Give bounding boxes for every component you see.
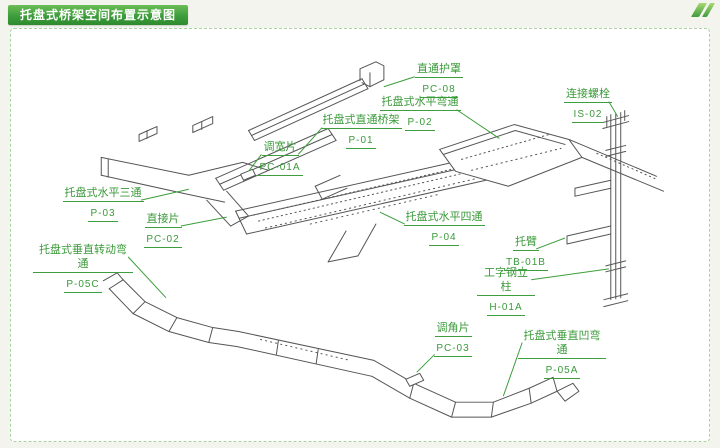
part-horizontal-bend (439, 124, 665, 192)
callout-pc03: 调角片 PC-03 (430, 321, 476, 357)
callout-name: 调宽片 (261, 140, 299, 156)
double-slash-icon (690, 3, 716, 19)
part-horizontal-tee (100, 156, 269, 227)
callout-code: P-04 (429, 231, 459, 246)
part-i-beam-column (566, 110, 630, 308)
callout-name: 托臂 (513, 235, 539, 251)
callout-name: 托盘式水平弯通 (379, 95, 461, 111)
part-vertical-concave-bend (371, 359, 580, 418)
callout-p02: 托盘式水平弯通 P-02 (376, 95, 464, 131)
callout-p01: 托盘式直通桥架 P-01 (317, 113, 405, 149)
callout-name: 工字钢立柱 (477, 266, 535, 296)
callout-name: 托盘式直通桥架 (320, 113, 402, 129)
callout-name: 托盘式水平四通 (403, 210, 485, 226)
callout-p03: 托盘式水平三通 P-03 (59, 186, 147, 222)
page-title: 托盘式桥架空间布置示意图 (20, 8, 177, 22)
callout-code: PC-01A (257, 161, 303, 176)
part-bottom-run (236, 331, 375, 377)
callout-tb01b: 托臂 TB-01B (502, 235, 550, 271)
callout-code: P-05C (64, 278, 102, 293)
callout-code: P-02 (405, 116, 435, 131)
page-header: 托盘式桥架空间布置示意图 (8, 5, 189, 25)
callout-code: PC-02 (144, 233, 182, 248)
part-straight-cover (248, 61, 385, 141)
callout-name: 直通护罩 (415, 62, 463, 78)
callout-name: 托盘式垂直转动弯通 (33, 243, 133, 273)
callout-name: 直接片 (144, 212, 182, 228)
callout-name: 连接螺栓 (564, 87, 612, 103)
callout-code: PC-03 (434, 342, 472, 357)
callout-leader-lines (127, 76, 619, 397)
callout-pc08: 直通护罩 PC-08 (407, 62, 471, 98)
callout-pc02: 直接片 PC-02 (140, 212, 186, 248)
callout-h01a: 工字钢立柱 H-01A (477, 266, 535, 316)
callout-code: H-01A (487, 301, 525, 316)
callout-code: P-05A (543, 364, 581, 379)
part-angle-pieces (138, 116, 214, 142)
callout-p05c: 托盘式垂直转动弯通 P-05C (33, 243, 133, 293)
part-straight-tray (215, 128, 337, 191)
callout-code: TB-01B (504, 256, 548, 271)
callout-name: 调角片 (434, 321, 472, 337)
callout-code: PC-08 (420, 83, 458, 98)
callout-is02: 连接螺栓 IS-02 (562, 87, 614, 123)
callout-code: P-03 (88, 207, 118, 222)
callout-p04: 托盘式水平四通 P-04 (400, 210, 488, 246)
callout-pc01a: 调宽片 PC-01A (252, 140, 308, 176)
callout-name: 托盘式垂直凹弯通 (518, 329, 606, 359)
callout-name: 托盘式水平三通 (62, 186, 144, 202)
part-main-run-four-way (235, 155, 491, 263)
callout-p05a: 托盘式垂直凹弯通 P-05A (518, 329, 606, 379)
callout-code: IS-02 (571, 108, 605, 123)
diagram-panel: 直通护罩 PC-08 托盘式水平弯通 P-02 托盘式直通桥架 P-01 连接螺… (10, 28, 710, 442)
callout-code: P-01 (346, 134, 376, 149)
